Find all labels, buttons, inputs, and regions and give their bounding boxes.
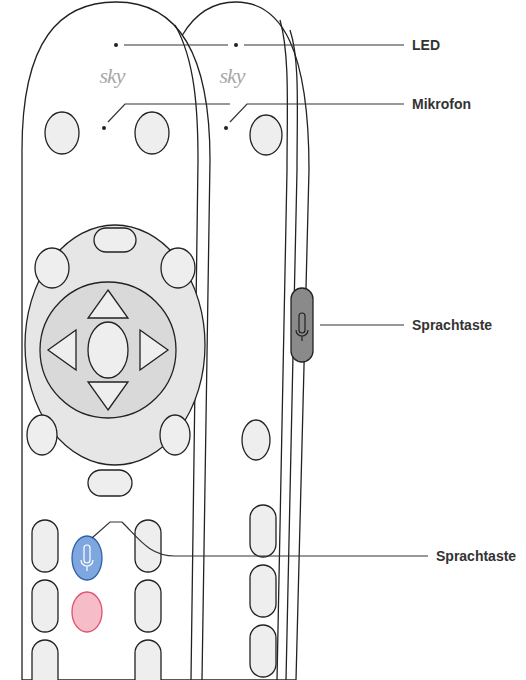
button	[242, 420, 270, 460]
button	[45, 112, 79, 154]
leader-line	[320, 324, 404, 325]
button	[32, 580, 58, 632]
button	[35, 248, 69, 288]
led	[114, 43, 118, 47]
button	[27, 415, 57, 455]
button	[250, 625, 276, 677]
d-pad-up	[88, 290, 128, 318]
red-button	[72, 592, 102, 632]
button	[88, 470, 132, 496]
button	[161, 248, 195, 288]
d-pad	[40, 282, 176, 418]
part-label: LED	[412, 37, 440, 54]
d-pad-left	[48, 330, 76, 370]
microphone	[102, 126, 106, 130]
button	[250, 565, 276, 617]
part-label: Mikrofon	[412, 96, 471, 113]
leader-line	[124, 44, 228, 45]
leader-line	[230, 104, 404, 122]
leader-line	[92, 522, 122, 538]
button	[32, 640, 58, 680]
button	[135, 640, 161, 680]
mic-icon	[81, 545, 93, 571]
leader-line	[244, 44, 404, 45]
voice-key-side	[291, 288, 313, 362]
button	[250, 115, 282, 155]
button	[160, 415, 190, 455]
voice-key	[72, 536, 102, 580]
button	[135, 580, 161, 632]
back-remote-bevel	[277, 20, 287, 680]
leader-line	[108, 104, 230, 122]
d-pad-down	[88, 382, 128, 410]
button	[94, 228, 136, 252]
button	[32, 520, 58, 572]
logo-text: sky	[219, 63, 244, 89]
part-label: Sprachtaste	[436, 548, 516, 565]
logo-text: sky	[99, 63, 124, 89]
button	[250, 505, 276, 557]
ok-button	[88, 322, 128, 378]
navigation-ring	[25, 225, 205, 465]
leader-line	[122, 522, 428, 556]
mic-icon	[296, 313, 308, 341]
led	[234, 43, 238, 47]
part-label: Sprachtaste	[412, 317, 492, 334]
button	[135, 112, 169, 154]
microphone	[224, 126, 228, 130]
d-pad-right	[140, 330, 168, 370]
button	[135, 520, 161, 572]
